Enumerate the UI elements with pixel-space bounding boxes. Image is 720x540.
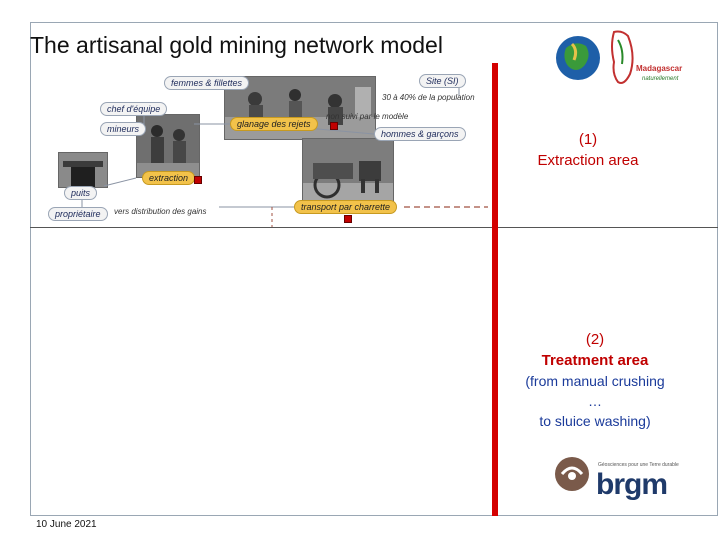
note-non-suivi: non suivi par le modèle bbox=[326, 112, 409, 121]
treatment-area-number: (2) bbox=[585, 331, 605, 348]
diagram-connectors bbox=[81, 88, 488, 228]
slide-frame bbox=[30, 22, 718, 516]
slide-title: The artisanal gold mining network model bbox=[30, 32, 443, 58]
node-femmes-fillettes: femmes & fillettes bbox=[164, 76, 250, 90]
note-distribution: vers distribution des gains bbox=[114, 207, 207, 216]
photo-miners bbox=[136, 114, 200, 178]
treatment-area-label: Treatment area bbox=[541, 352, 649, 369]
photo-well bbox=[58, 152, 108, 188]
node-mineurs: mineurs bbox=[100, 122, 147, 136]
brgm-name: brgm bbox=[596, 468, 668, 501]
extraction-area-number: (1) bbox=[578, 131, 598, 148]
node-glanage-rejets: glanage des rejets bbox=[230, 117, 318, 131]
node-extraction: extraction bbox=[142, 171, 196, 185]
treatment-area-line2: … bbox=[588, 393, 602, 409]
node-transport-charrette: transport par charrette bbox=[294, 200, 398, 214]
slide-date: 10 June 2021 bbox=[36, 519, 97, 530]
extraction-area-label: Extraction area bbox=[537, 152, 639, 169]
note-population: 30 à 40% de la population bbox=[382, 93, 475, 102]
madagascar-subtext: naturellement bbox=[642, 76, 679, 82]
brgm-logo: Géosciences pour une Terre durable brgm bbox=[552, 452, 692, 510]
node-hommes-garcons: hommes & garçons bbox=[374, 127, 466, 141]
network-diagram: femmes & fillettes Site (SI) 30 à 40% de… bbox=[44, 66, 494, 228]
marker-glanage bbox=[330, 122, 338, 130]
area-divider-vertical bbox=[492, 63, 498, 516]
treatment-area-line1: (from manual crushing bbox=[525, 373, 665, 389]
madagascar-logo: Madagascar naturellement bbox=[552, 26, 692, 92]
node-chef-equipe: chef d'équipe bbox=[100, 102, 168, 116]
marker-transport bbox=[344, 215, 352, 223]
node-puits: puits bbox=[64, 186, 98, 200]
madagascar-text: Madagascar bbox=[636, 64, 683, 73]
madagascar-globe-icon bbox=[556, 30, 634, 84]
brgm-tagline: Géosciences pour une Terre durable bbox=[598, 462, 679, 468]
treatment-area-line3: to sluice washing) bbox=[539, 413, 651, 429]
marker-extraction bbox=[194, 176, 202, 184]
node-proprietaire: propriétaire bbox=[48, 207, 108, 221]
brgm-emblem-icon bbox=[555, 457, 589, 491]
photo-cart-transport bbox=[302, 138, 394, 204]
node-site: Site (SI) bbox=[419, 74, 466, 88]
area-divider-horizontal bbox=[30, 227, 718, 228]
